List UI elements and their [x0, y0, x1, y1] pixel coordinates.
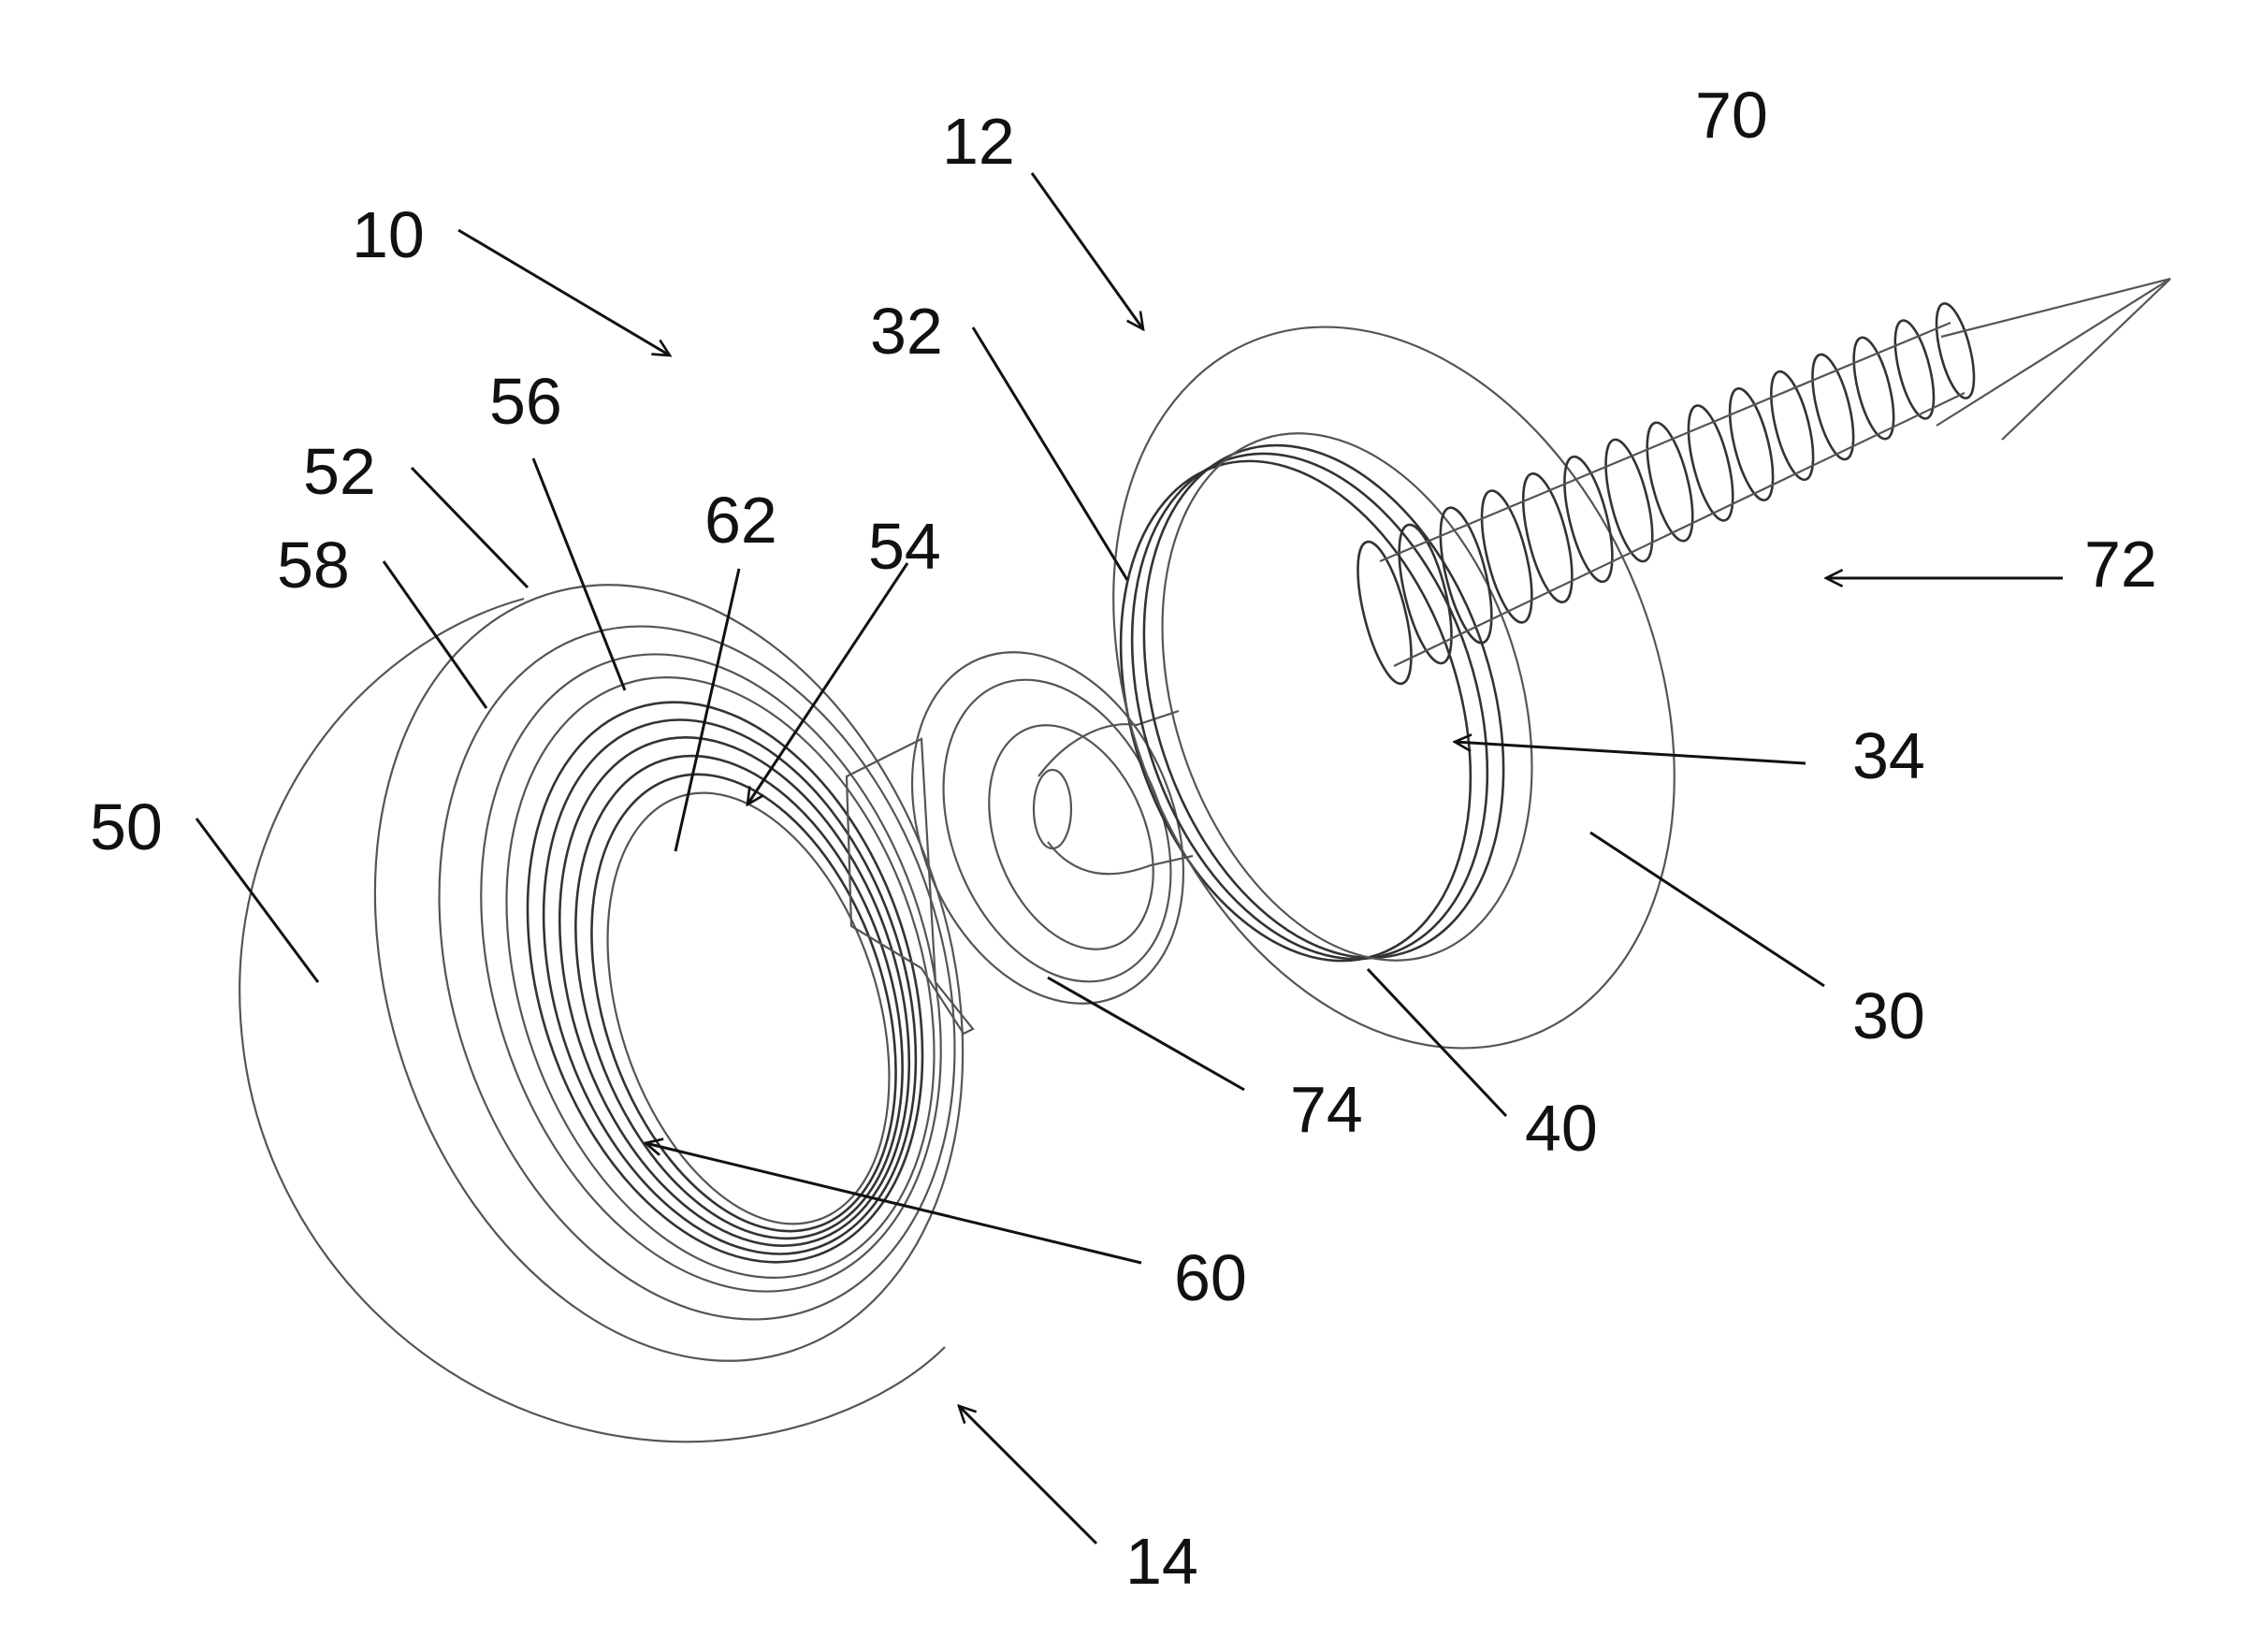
leader-54 — [747, 563, 907, 804]
cap-rim-outer — [279, 508, 1058, 1438]
thread-turn — [1679, 401, 1742, 524]
washer-face — [1011, 242, 1777, 1133]
label-74: 74 — [1290, 1073, 1363, 1146]
label-32: 32 — [870, 295, 943, 368]
label-52: 52 — [303, 435, 376, 508]
cap-thread-2 — [479, 672, 979, 1302]
leader-40 — [1368, 969, 1506, 1116]
label-14: 14 — [1125, 1525, 1198, 1598]
washer-rim — [1098, 385, 1595, 1008]
leader-30 — [1590, 833, 1824, 986]
cap-dome-outline — [239, 599, 945, 1442]
thread-turn — [1638, 418, 1702, 544]
leader-62 — [675, 569, 739, 851]
leader-50 — [196, 819, 318, 982]
label-56: 56 — [489, 365, 562, 438]
leader-34 — [1455, 742, 1806, 763]
screw-tip-cone-edge — [1941, 279, 2170, 337]
label-62: 62 — [704, 484, 777, 557]
washer-drawing — [1011, 242, 1777, 1133]
screw-head-drawing — [847, 612, 1233, 1045]
flange-inner — [901, 645, 1213, 1015]
leader-58 — [384, 561, 486, 708]
cap-thread-1 — [460, 651, 991, 1313]
label-72: 72 — [2084, 528, 2157, 601]
screw-drawing — [1347, 279, 2170, 688]
thread-turn — [1555, 453, 1622, 587]
label-10: 10 — [352, 198, 425, 271]
thread-turn — [1514, 470, 1583, 607]
cap-thread-4 — [518, 714, 961, 1281]
thread-turn — [1929, 300, 1981, 402]
leader-74 — [1048, 978, 1244, 1090]
leader-12 — [1032, 173, 1143, 329]
shank-end — [1034, 770, 1071, 848]
label-34: 34 — [1852, 719, 1925, 792]
leader-52 — [412, 468, 528, 587]
flange-outer — [863, 612, 1233, 1045]
leader-60 — [646, 1143, 1141, 1263]
label-30: 30 — [1852, 979, 1925, 1052]
label-58: 58 — [277, 529, 350, 601]
label-12: 12 — [942, 105, 1015, 178]
leader-10 — [458, 230, 670, 355]
leader-lines — [196, 173, 2063, 1543]
leader-32 — [973, 327, 1127, 580]
label-60: 60 — [1174, 1241, 1247, 1314]
label-40: 40 — [1525, 1092, 1598, 1165]
thread-turn — [1596, 435, 1661, 565]
label-50: 50 — [90, 790, 163, 863]
label-54: 54 — [868, 510, 941, 583]
washer-back-rib-3 — [1061, 415, 1531, 1006]
cap-rim-inner — [354, 559, 1039, 1387]
flange-hub — [958, 701, 1184, 974]
screw-shank-bottom-edge — [1394, 393, 1965, 666]
leader-56 — [533, 458, 625, 690]
screw-shank-top-edge — [1380, 323, 1951, 561]
thread-turn — [1887, 317, 1941, 423]
label-70: 70 — [1695, 79, 1768, 152]
washer-back-rib-2 — [1071, 408, 1548, 1006]
leader-14 — [959, 1406, 1096, 1543]
cap-bore — [557, 757, 940, 1260]
reference-numerals: 10 12 70 32 56 52 62 54 58 72 50 34 30 7… — [90, 79, 2157, 1598]
